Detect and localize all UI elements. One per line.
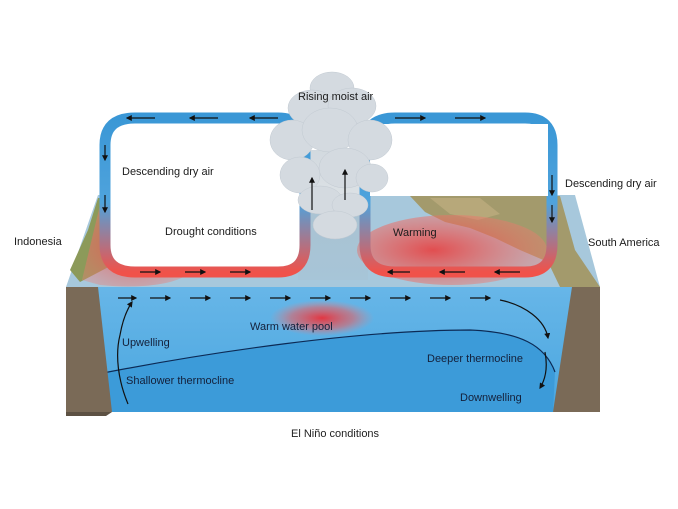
rising-air-label: Rising moist air (298, 91, 374, 103)
drought-label: Drought conditions (165, 226, 257, 238)
air-flow-arrows (102, 115, 555, 275)
south-america-label: South America (588, 237, 660, 249)
descending-air-right-label: Descending dry air (565, 178, 657, 190)
cloud-icon (269, 71, 393, 240)
diagram-caption: El Niño conditions (291, 428, 380, 440)
downwelling-label: Downwelling (460, 392, 522, 404)
right-land-wall (553, 287, 600, 412)
shallower-thermocline-label: Shallower thermocline (126, 375, 234, 387)
indonesia-label: Indonesia (14, 236, 63, 248)
deeper-thermocline-label: Deeper thermocline (427, 353, 523, 365)
upwelling-label: Upwelling (122, 337, 170, 349)
ocean-current-arrows (117, 295, 551, 405)
left-land-wall (66, 287, 112, 412)
descending-air-left-label: Descending dry air (122, 166, 214, 178)
warming-label: Warming (393, 227, 437, 239)
warm-pool-label: Warm water pool (250, 321, 333, 333)
warm-water-pool (270, 300, 374, 336)
ocean-cross-section (66, 287, 600, 412)
